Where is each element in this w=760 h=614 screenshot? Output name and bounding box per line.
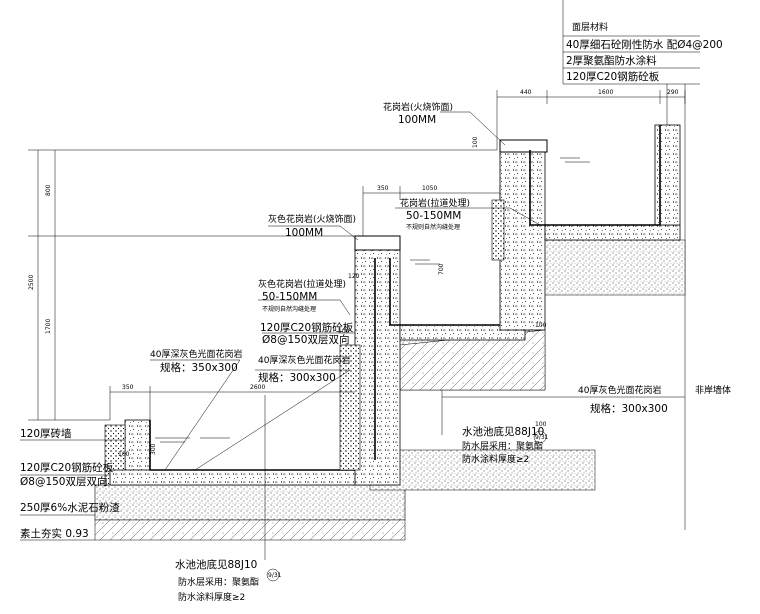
label-granite-mid: 花岗岩(拉道处理)	[400, 197, 470, 209]
label-grey-granite-fire: 灰色花岗岩(火烧饰面)	[268, 213, 356, 225]
dim-700: 700	[438, 263, 445, 275]
label-granite-mid-note: 不规则自然沟缝处理	[406, 223, 460, 231]
label-waterproof-thk-bottom: 防水涂料厚度≥2	[178, 591, 245, 603]
label-rebar-left: Ø8@150双层双向	[262, 333, 350, 346]
detail-ref-circle-bottom	[266, 568, 280, 582]
dim-440: 440	[520, 89, 532, 96]
label-dark-light: 40厚深灰色光面花岗岩	[258, 354, 350, 366]
label-wall-edge: 非岸墙体	[695, 384, 731, 396]
small-dimensions: 120 700 100 100 100 100 100 300 350 2600	[109, 136, 547, 458]
layers-table-header: 面层材料	[572, 21, 608, 33]
ground-layers	[94, 239, 686, 541]
leader-lines	[20, 111, 685, 582]
dim-800: 800	[45, 184, 52, 196]
layers-table-row-2: 2厚聚氨酯防水涂料	[566, 54, 657, 67]
dim-1700: 1700	[45, 319, 52, 334]
layers-table-row-1: 40厚细石砼刚性防水 配Ø4@200	[566, 38, 723, 51]
detail-ref-circle-right	[533, 430, 547, 444]
dim-2600: 2600	[250, 384, 265, 391]
label-granite-top-thk: 100MM	[398, 114, 436, 126]
label-grey-granite-pull: 灰色花岗岩(拉道处理)	[258, 278, 346, 290]
label-slab-left: 120厚C20钢筋砼板	[260, 321, 354, 334]
label-dark-light-size: 规格：300x300	[258, 371, 336, 384]
left-vertical-dimension: 2500 800 1700	[28, 149, 497, 421]
label-grey-light-1-size: 规格：350x300	[160, 361, 238, 374]
dim-300: 300	[150, 443, 157, 455]
label-waterproof-bottom: 防水层采用：聚氨酯	[178, 576, 259, 588]
label-brick-wall: 120厚砖墙	[20, 427, 72, 440]
dim-2500: 2500	[28, 275, 35, 290]
dim-120: 120	[348, 273, 360, 280]
label-slab-bottom: 120厚C20钢筋砼板	[20, 461, 114, 474]
middle-pool	[339, 235, 526, 486]
dim-1050: 1050	[422, 185, 437, 192]
layers-table-row-3: 120厚C20钢筋砼板	[566, 70, 660, 83]
dim-350: 350	[377, 185, 389, 192]
dim-100-left: 100	[338, 328, 350, 335]
dim-100-top: 100	[472, 136, 479, 148]
label-grey-granite-fire-thk: 100MM	[285, 227, 323, 239]
dim-290: 290	[667, 89, 679, 96]
label-grey-granite-pull-note: 不规则自然沟缝处理	[262, 305, 316, 313]
label-grey-light-right: 40厚灰色光面花岗岩	[578, 384, 661, 396]
annotation-labels: 花岗岩(火烧饰面) 100MM 花岗岩(拉道处理) 50-150MM 不规则自然…	[20, 101, 731, 603]
label-pool-ref-right: 水池池底见88J10	[462, 425, 544, 438]
dim-1600: 1600	[598, 89, 613, 96]
dim-350-left: 350	[122, 384, 134, 391]
dim-100-pool: 100	[118, 451, 130, 458]
label-cement-base: 250厚6%水泥石粉渣	[20, 501, 120, 514]
dim-100-right: 100	[535, 421, 547, 428]
dim-100-mid: 100	[535, 322, 547, 329]
upper-pool	[491, 124, 681, 331]
label-waterproof-right: 防水层采用：聚氨酯	[462, 440, 543, 452]
label-pool-ref-bottom: 水池池底见88J10	[175, 558, 257, 571]
label-grey-granite-pull-thk: 50-150MM	[262, 291, 317, 303]
top-dimension-line: 440 1600 290	[496, 89, 686, 150]
label-grey-light-1: 40厚深灰色光面花岗岩	[150, 348, 242, 360]
label-waterproof-thk-right: 防水涂料厚度≥2	[462, 453, 529, 465]
label-granite-top: 花岗岩(火烧饰面)	[383, 101, 453, 113]
label-pool-ref-right-circle: 9/31	[535, 434, 549, 441]
label-pool-ref-bottom-circle: 9/31	[268, 572, 282, 579]
label-rebar-bottom: Ø8@150双层双向	[20, 475, 108, 488]
label-grey-light-right-size: 规格：300x300	[590, 402, 668, 415]
label-granite-mid-thk: 50-150MM	[406, 210, 461, 222]
label-soil: 素土夯实 0.93	[20, 527, 89, 540]
